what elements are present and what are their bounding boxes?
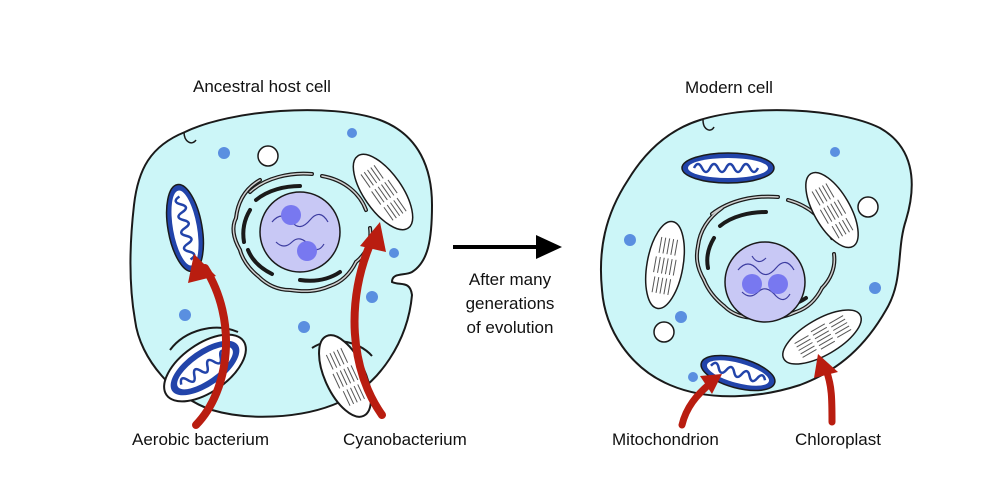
- transition-line-1: After many: [468, 270, 552, 289]
- right-arrow-icon: [453, 235, 562, 259]
- curved-red-arrow-icon: [188, 254, 231, 429]
- aerobic-bacterium-label: Aerobic bacterium: [132, 430, 270, 449]
- modern-chloroplast-bottom: [782, 309, 862, 365]
- transition-line-2: generations: [465, 294, 555, 313]
- modern-mitochondrion-bottom: [700, 354, 776, 392]
- modern-chloroplast-right: [805, 171, 859, 249]
- ancestral-cell: [129, 109, 434, 429]
- mitochondrion-label: Mitochondrion: [612, 430, 719, 449]
- vacuole: [653, 321, 675, 343]
- nucleolus: [281, 205, 301, 225]
- transition-caption: After many generations of evolution: [440, 268, 580, 340]
- nucleolus: [297, 241, 317, 261]
- ancestral-cell-title: Ancestral host cell: [193, 77, 331, 96]
- chloroplast-label: Chloroplast: [795, 430, 881, 449]
- nucleus: [259, 191, 341, 273]
- cyanobacterium-label: Cyanobacterium: [343, 430, 467, 449]
- cyanobacterium: [318, 334, 372, 418]
- nucleolus: [768, 274, 788, 294]
- vacuole: [257, 145, 279, 167]
- vacuole: [857, 196, 879, 218]
- curved-red-arrow-icon: [814, 354, 838, 426]
- transition-line-3: of evolution: [466, 318, 554, 337]
- nucleolus: [742, 274, 762, 294]
- curved-red-arrow-icon: [350, 222, 386, 419]
- modern-chloroplast-left: [644, 220, 686, 310]
- curved-red-arrow-icon: [678, 374, 722, 429]
- modern-cell: [599, 109, 913, 429]
- modern-cell-title: Modern cell: [685, 78, 773, 97]
- nucleus: [724, 241, 806, 323]
- modern-mitochondrion-top: [681, 152, 775, 184]
- ribosomes: [624, 147, 881, 382]
- ancestral-chloroplast-internal: [352, 153, 414, 231]
